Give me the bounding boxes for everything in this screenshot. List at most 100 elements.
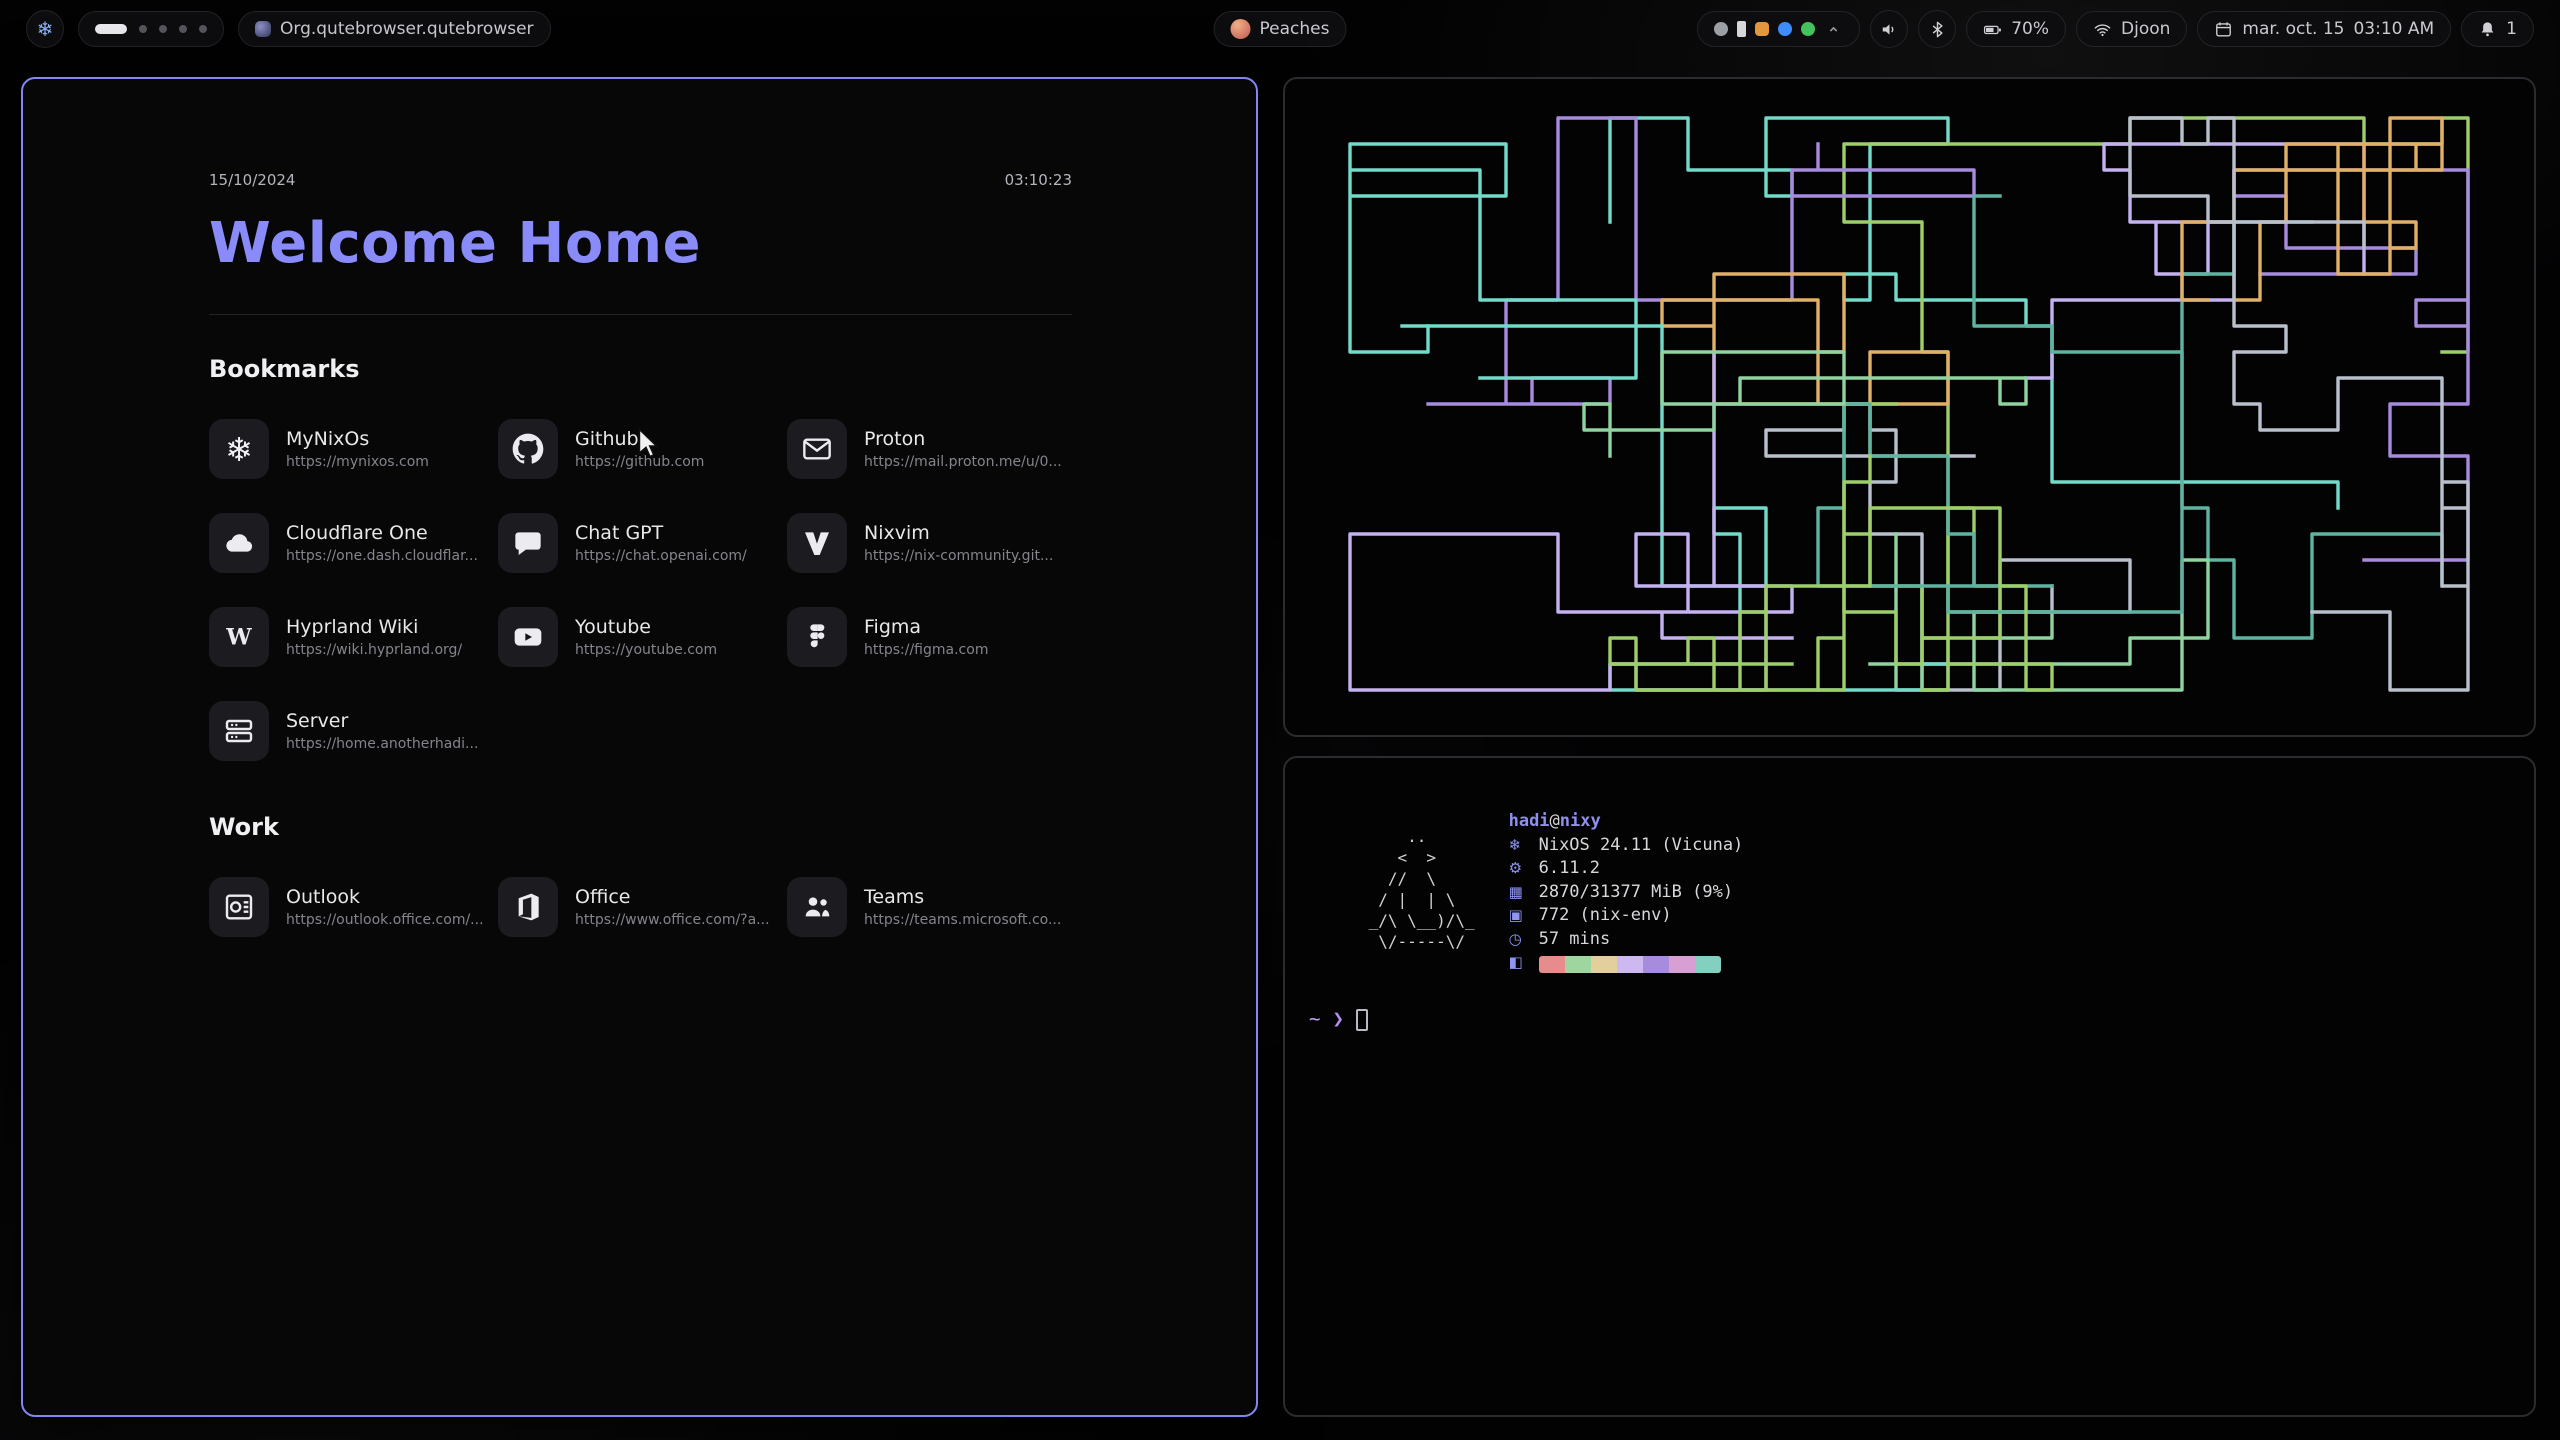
fastfetch: .. < > // \ / | | \ _/\ \__)/\_ \/-----\…	[1285, 758, 2534, 975]
palette-swatch-7	[1694, 955, 1721, 973]
pipe-segment	[2024, 142, 2366, 380]
cloud-icon	[209, 513, 269, 573]
pipe-segment	[2180, 220, 2444, 640]
speaker-icon	[1880, 20, 1899, 39]
album-art-icon	[1230, 19, 1251, 39]
tray-app-5-icon[interactable]	[1801, 22, 1816, 36]
bookmark-proton[interactable]: Proton https://mail.proton.me/u/0...	[787, 419, 1076, 479]
notifications-chip[interactable]: 1	[2461, 11, 2534, 47]
pipes-art	[1348, 116, 2470, 692]
palette-swatch-5	[1642, 955, 1669, 973]
fetch-row-label: 6.11.2	[1538, 858, 1601, 879]
window-title-chip[interactable]: Org.qutebrowser.qutebrowser	[238, 11, 551, 47]
bookmark-url: https://mynixos.com	[286, 454, 429, 470]
calendar-icon	[2214, 20, 2233, 39]
bell-icon	[2478, 20, 2497, 39]
workspace-2[interactable]	[139, 25, 147, 33]
section-title-work: Work	[209, 813, 279, 841]
pipe-segment	[1426, 116, 1976, 406]
pipe-segment	[1348, 142, 1638, 380]
clock-date: mar. oct. 15	[2242, 19, 2345, 39]
workspace-5[interactable]	[199, 25, 207, 33]
pipe-segment	[1608, 116, 2340, 510]
server-icon	[209, 701, 269, 761]
tray-app-2-icon[interactable]	[1737, 21, 1747, 37]
bluetooth-icon	[1928, 20, 1947, 39]
tray-app-4-icon[interactable]	[1778, 22, 1793, 36]
fetch-terminal-window: .. < > // \ / | | \ _/\ \__)/\_ \/-----\…	[1283, 756, 2536, 1417]
prompt-cwd: ~	[1309, 1008, 1321, 1030]
teams-icon	[787, 877, 847, 937]
bookmark-url: https://mail.proton.me/u/0...	[864, 454, 1062, 470]
workspaces	[78, 11, 224, 47]
battery-percent: 70%	[2011, 19, 2049, 39]
tray-expand-icon[interactable]	[1824, 20, 1843, 39]
pipe-segment	[1842, 116, 2470, 614]
palette-swatch-3	[1590, 955, 1617, 973]
office-icon	[498, 877, 558, 937]
workspace-1[interactable]	[95, 24, 127, 34]
media-chip[interactable]: Peaches	[1213, 11, 1347, 47]
pipe-segment	[2232, 168, 2470, 562]
fetch-row-icon: ◷	[1508, 929, 1522, 948]
prompt-line[interactable]: ~ ❯	[1309, 1008, 1368, 1031]
fetch-row-5: ◷57 mins	[1509, 928, 1744, 952]
pipes-terminal-window	[1283, 77, 2536, 737]
fetch-row-1: ❄ NixOS 24.11 (Vicuna)	[1509, 834, 1744, 858]
fetch-row-icon: ▦	[1508, 882, 1523, 901]
github-icon	[498, 419, 558, 479]
tray-app-3-icon[interactable]	[1755, 22, 1770, 36]
bookmark-url: https://home.anotherhadi...	[286, 736, 479, 752]
vim-icon	[787, 513, 847, 573]
launcher-button[interactable]: ❄	[26, 10, 64, 48]
network-chip[interactable]: Djoon	[2076, 11, 2188, 47]
bookmark-title: Github	[575, 428, 639, 450]
fetch-row-label: NixOS 24.11 (Vicuna)	[1538, 834, 1744, 855]
palette-swatch-6	[1668, 955, 1695, 973]
clock-time: 03:10 AM	[2353, 19, 2435, 39]
wifi-icon	[2093, 20, 2112, 39]
bookmark-text: Proton https://mail.proton.me/u/0...	[864, 428, 1062, 470]
bookmark-title: Hyprland Wiki	[286, 616, 419, 638]
fetch-row-4: ▣772 (nix-env)	[1509, 904, 1744, 928]
tray-app-1-icon[interactable]	[1714, 22, 1729, 36]
bookmark-url: https://figma.com	[864, 642, 989, 658]
bookmark-title: MyNixOs	[286, 428, 370, 450]
startpage-date: 15/10/2024	[209, 171, 296, 189]
workspace-3[interactable]	[159, 25, 167, 33]
fetch-row-label: 2870/31377 MiB (9%)	[1538, 881, 1734, 902]
volume-chip[interactable]	[1870, 10, 1909, 48]
fetch-row-icon: ❄	[1508, 835, 1522, 854]
qutebrowser-icon	[255, 21, 271, 37]
palette-icon: ◧	[1508, 953, 1523, 972]
fetch-row-icon: ▣	[1508, 906, 1523, 925]
bookmark-title: Teams	[864, 886, 925, 908]
workspace-4[interactable]	[179, 25, 187, 33]
bookmark-url: https://outlook.office.com/...	[286, 912, 484, 928]
svg-text:W: W	[225, 624, 252, 650]
pipe-segment	[1816, 194, 2184, 614]
pipe-segment	[1608, 454, 2054, 692]
clock-chip[interactable]: mar. oct. 15 03:10 AM	[2197, 11, 2452, 47]
battery-chip[interactable]: 70%	[1966, 11, 2066, 47]
bookmark-title: Proton	[864, 428, 926, 450]
bluetooth-chip[interactable]	[1918, 10, 1957, 48]
